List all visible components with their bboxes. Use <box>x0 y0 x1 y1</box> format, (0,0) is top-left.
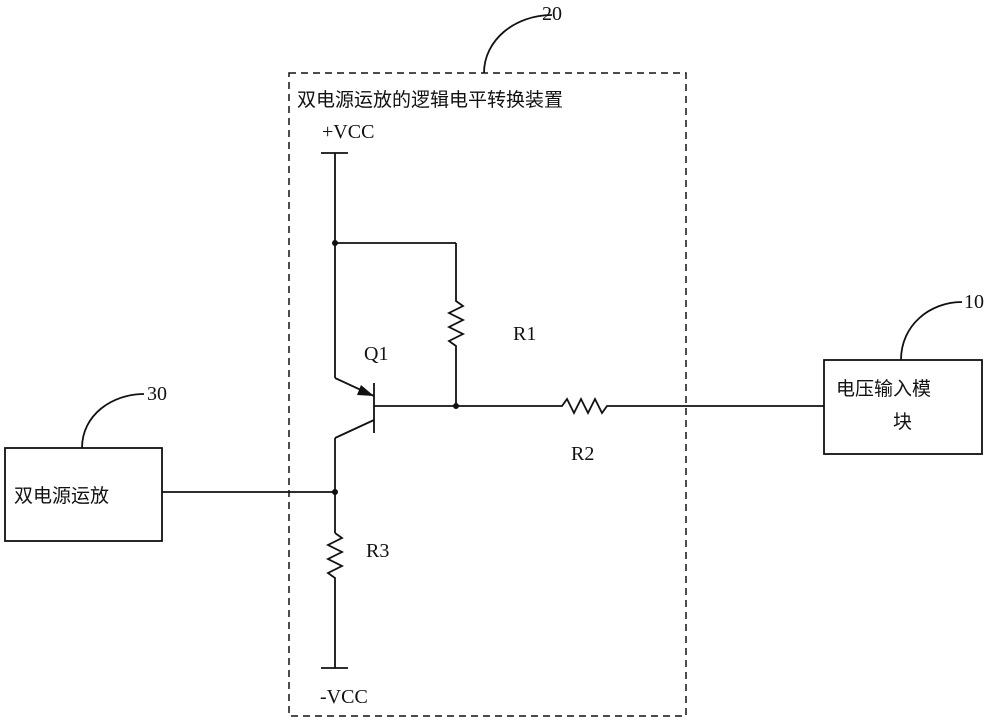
voltage-input-module-box <box>823 359 983 455</box>
voltage-input-module-label-line1: 电压输入模 <box>836 378 931 400</box>
voltage-input-module-label-line2: 块 <box>893 411 912 433</box>
voltage-input-module-ref: 10 <box>964 291 984 313</box>
resistor-r3 <box>325 532 345 668</box>
resistor-r2 <box>456 396 824 416</box>
opamp-box <box>4 447 163 542</box>
device-boundary <box>288 72 687 717</box>
callout-leader-30 <box>81 393 145 449</box>
callout-leader-10 <box>900 301 963 361</box>
r1-label: R1 <box>513 323 536 345</box>
resistor-r1 <box>446 243 466 406</box>
device-ref-label: 20 <box>542 3 562 25</box>
transistor-collector-lead <box>334 419 375 439</box>
r2-label: R2 <box>571 443 594 465</box>
positive-supply-label: +VCC <box>322 121 374 143</box>
negative-supply-label: -VCC <box>320 686 368 708</box>
device-title: 双电源运放的逻辑电平转换装置 <box>297 89 563 111</box>
opamp-label: 双电源运放 <box>14 485 109 507</box>
r3-label: R3 <box>366 540 389 562</box>
opamp-ref: 30 <box>147 383 167 405</box>
transistor-label: Q1 <box>364 343 388 365</box>
transistor-emitter-arrow <box>357 385 374 396</box>
callout-leader-20 <box>483 14 553 74</box>
